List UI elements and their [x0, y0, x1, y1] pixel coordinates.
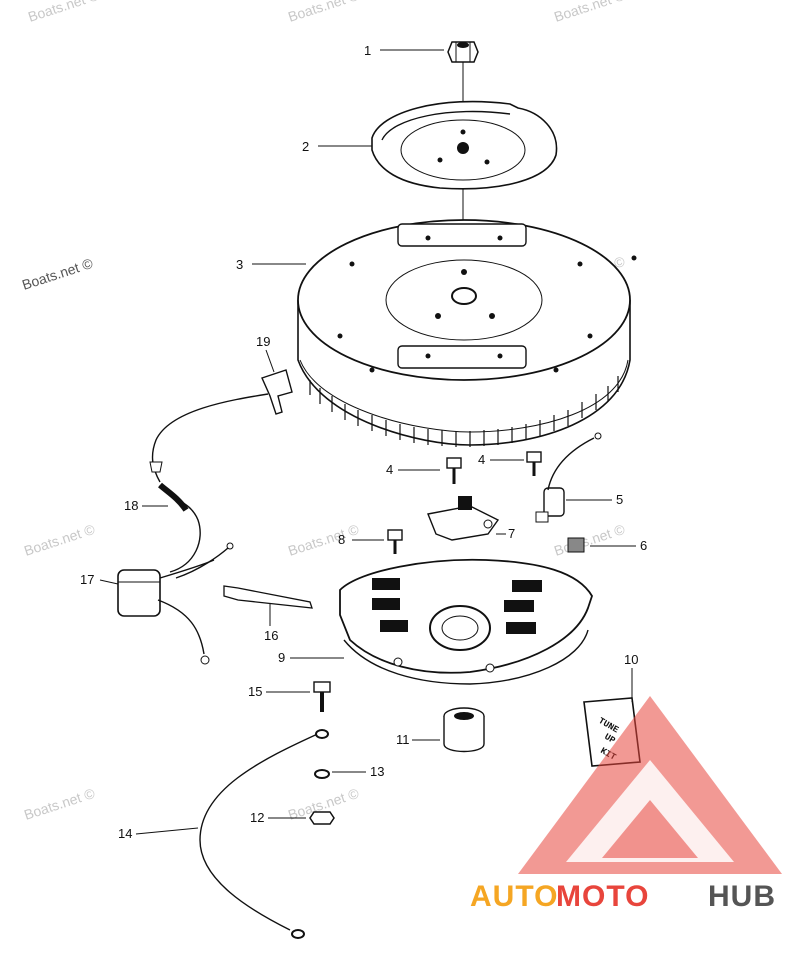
callout-5: 5 — [616, 492, 623, 507]
callout-7: 7 — [508, 526, 515, 541]
callout-16: 16 — [264, 628, 278, 643]
lubricator-wick-part — [567, 537, 585, 553]
ground-wire-part — [199, 729, 329, 939]
watermark: Boats.net © — [22, 785, 97, 823]
wire-harness-part — [158, 482, 234, 579]
callout-12: 12 — [250, 810, 264, 825]
callout-18: 18 — [124, 498, 138, 513]
brand-part-hub: HUB — [708, 880, 776, 913]
kit-label-line: UP — [603, 732, 618, 746]
stator-plate-part — [339, 558, 593, 685]
automotohub-logo: AUTO MOTO HUB — [470, 696, 782, 913]
callout-10: 10 — [624, 652, 638, 667]
flywheel-part — [297, 219, 637, 447]
feeler-blade-part — [223, 585, 313, 609]
callout-1: 1 — [364, 43, 371, 58]
callout-17: 17 — [80, 572, 94, 587]
callout-6: 6 — [640, 538, 647, 553]
callout-15: 15 — [248, 684, 262, 699]
leader-lines — [99, 49, 636, 835]
bushing-part — [443, 707, 485, 753]
ignition-coil-part — [117, 559, 215, 665]
flywheel-plate-part — [371, 100, 558, 190]
condenser-part — [535, 432, 602, 523]
watermark: Boats.net © — [22, 521, 97, 559]
callout-3: 3 — [236, 257, 243, 272]
screw-part — [313, 681, 331, 712]
callout-9: 9 — [278, 650, 285, 665]
callout-19: 19 — [256, 334, 270, 349]
screw-part — [387, 529, 403, 554]
callout-layer: 1 2 3 19 4 4 5 6 7 8 9 10 11 12 13 14 15… — [80, 43, 647, 841]
callout-2: 2 — [302, 139, 309, 154]
watermark: Boats.net © — [286, 521, 361, 559]
callout-14: 14 — [118, 826, 132, 841]
spark-plug-lead-part — [149, 369, 293, 483]
nut-part — [309, 811, 335, 825]
screw-part — [446, 457, 462, 484]
watermark: Boats.net © — [552, 0, 627, 25]
nut-part — [447, 41, 479, 63]
callout-11: 11 — [396, 732, 410, 747]
watermark: Boats.net © — [552, 521, 627, 559]
watermark: Boats.net © — [286, 0, 361, 25]
screw-part — [526, 451, 542, 476]
washer-part — [314, 769, 330, 779]
callout-4: 4 — [386, 462, 393, 477]
callout-13: 13 — [370, 764, 384, 779]
watermark: Boats.net © — [20, 255, 95, 293]
watermark: Boats.net © — [26, 0, 101, 25]
brand-part-moto: MOTO — [556, 880, 649, 913]
callout-8: 8 — [338, 532, 345, 547]
breaker-points-part — [427, 496, 500, 541]
brand-part-auto: AUTO — [470, 880, 558, 913]
callout-4: 4 — [478, 452, 485, 467]
